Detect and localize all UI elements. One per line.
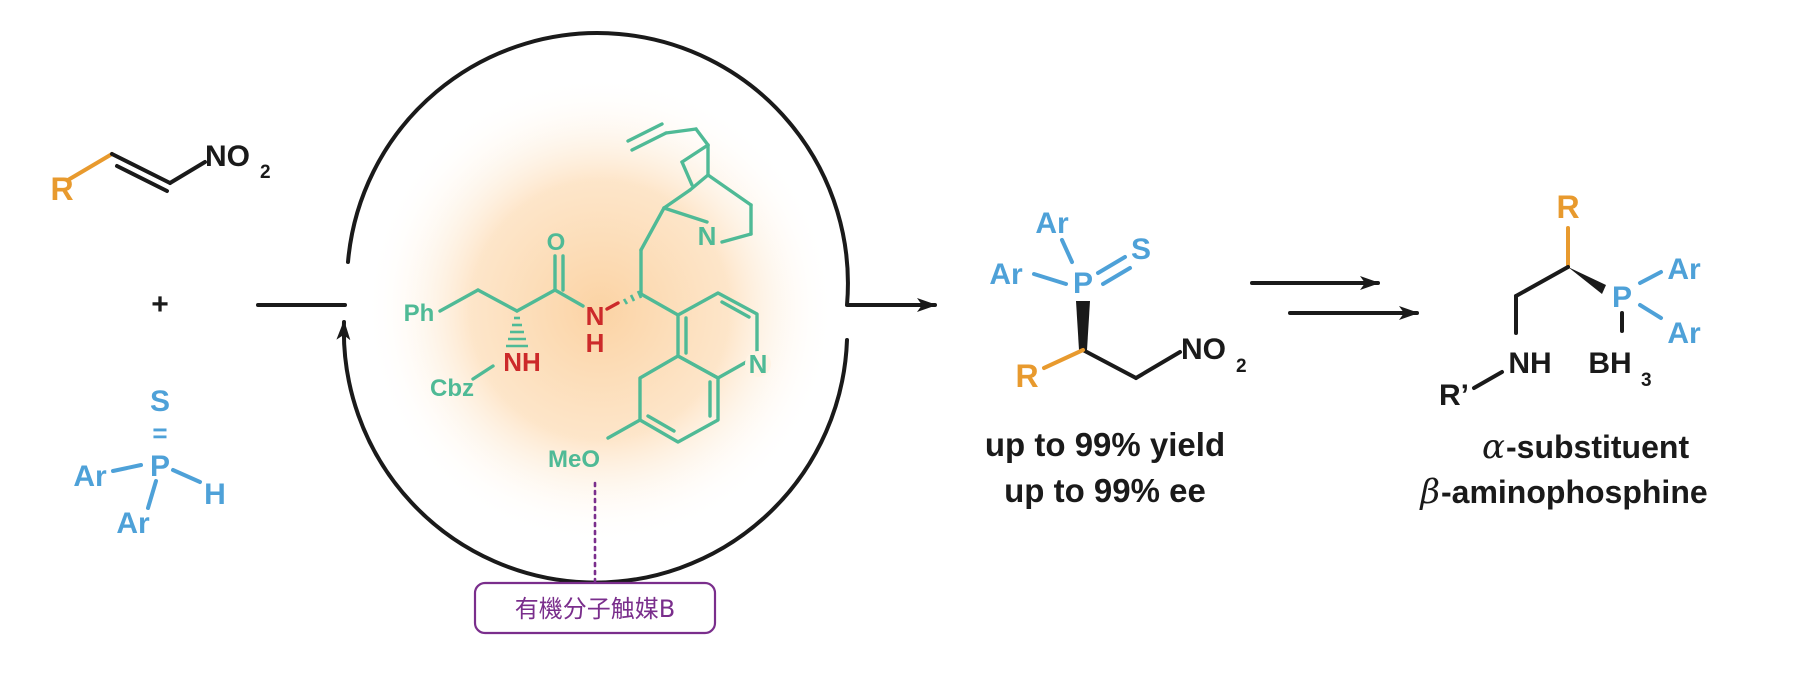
catalyst-label-text: 有機分子触媒B [515, 595, 675, 623]
nitro-subscript: 2 [260, 162, 271, 183]
nitroalkene: R NO 2 [50, 140, 270, 207]
product-sulfur-label: S [1131, 233, 1151, 266]
aryl-bottom-label: Ar [116, 507, 150, 540]
final-product: R P Ar Ar NH R’ BH 3 α -substituent β -a… [1418, 189, 1707, 512]
michael-adduct: Ar S Ar P R NO 2 up to 99% yield up to 9… [985, 207, 1247, 509]
aryl-left-label: Ar [73, 460, 107, 493]
carbamate-nh-label: NH [503, 347, 541, 377]
final-aryl-top-label: Ar [1667, 253, 1701, 286]
phenyl-label: Ph [404, 300, 435, 327]
product-phosphorus-label: P [1073, 267, 1093, 300]
amide-nitrogen-label: N [586, 301, 605, 331]
quinoline-nitrogen-label: N [749, 349, 768, 379]
final-nh-label: NH [1508, 347, 1551, 380]
hashed-wedge-nh [506, 316, 528, 348]
alpha-symbol: α [1482, 427, 1505, 467]
final-r-label: R [1556, 189, 1579, 225]
carbonyl-oxygen-label: O [547, 229, 566, 256]
amide-hydrogen-label: H [586, 328, 605, 358]
product-nitro-label: NO [1181, 333, 1226, 366]
yield-text: up to 99% yield [985, 426, 1225, 463]
stereo-wedge [1076, 301, 1090, 350]
hydrogen-label: H [204, 478, 226, 511]
final-stereo-wedge [1568, 267, 1606, 294]
product-aryl-left-label: Ar [989, 258, 1023, 291]
r-group-label: R [50, 171, 73, 207]
nitro-label: NO [205, 140, 250, 173]
alkene-substituent-bond [66, 152, 114, 182]
ee-text: up to 99% ee [1004, 472, 1206, 509]
final-phosphorus-label: P [1612, 281, 1632, 314]
catalyst-label-box [473, 581, 717, 635]
nitro-bond [168, 160, 207, 185]
plus-sign: + [151, 288, 169, 321]
product-aryl-top-label: Ar [1035, 207, 1069, 240]
final-aryl-bottom-label: Ar [1667, 317, 1701, 350]
beta-symbol: β [1418, 472, 1440, 512]
sulfur-label: S [150, 385, 170, 418]
final-r-prime-label: R’ [1439, 379, 1469, 412]
borane-subscript: 3 [1641, 370, 1652, 391]
product-r-label: R [1015, 358, 1038, 394]
beta-aminophosphine-text: -aminophosphine [1441, 474, 1708, 510]
cbz-label: Cbz [430, 375, 474, 402]
alpha-substituent-text: -substituent [1506, 429, 1689, 465]
product-nitro-subscript: 2 [1236, 356, 1247, 377]
organocatalyst: Ph O N H NH Cbz N N MeO [404, 122, 771, 473]
catalyst-glow [365, 75, 835, 545]
alkene-double-bond [110, 152, 172, 185]
phosphorus-label: P [150, 450, 170, 483]
double-bond-sign: = [152, 418, 167, 448]
cycle-upper-arc-arrow [346, 31, 937, 312]
methoxy-label: MeO [548, 446, 600, 473]
borane-label: BH [1588, 347, 1631, 380]
phosphine-sulfide: S = P Ar H Ar [73, 385, 226, 540]
quinuclidine-nitrogen-label: N [698, 221, 717, 251]
